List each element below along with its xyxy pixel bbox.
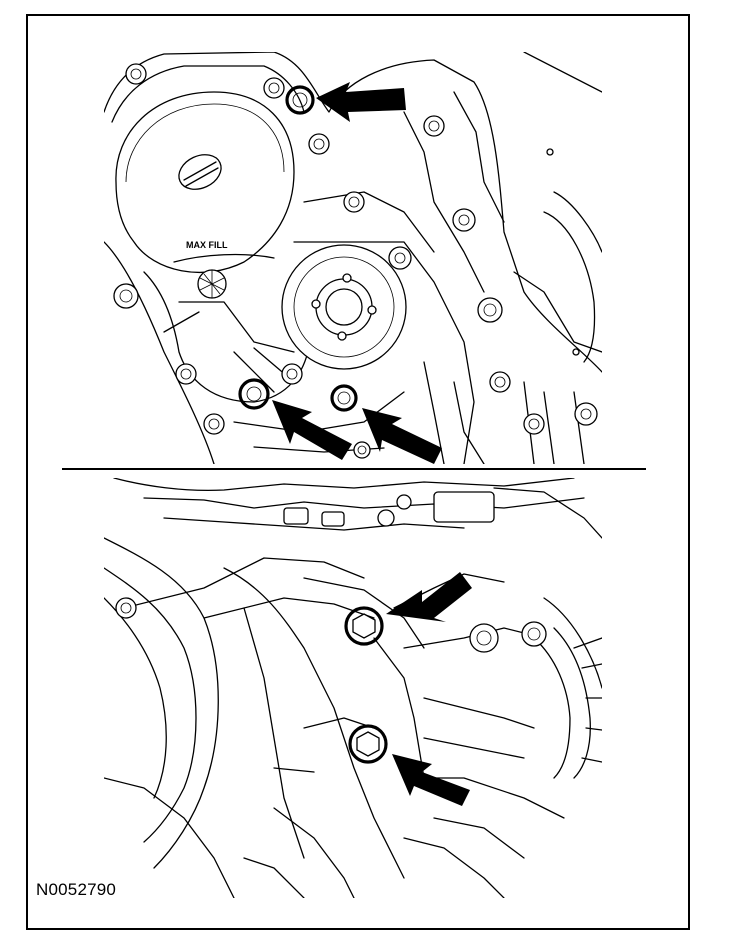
max-fill-label: MAX FILL	[186, 240, 228, 250]
arrow-top-upper	[316, 82, 406, 122]
top-view-engine-front-cover: MAX FILL	[104, 52, 602, 464]
arrow-top-lower-right	[362, 408, 442, 464]
bottom-view-engine-lower	[104, 478, 602, 898]
highlighted-bolts-bottom	[344, 606, 388, 764]
view-divider	[62, 468, 646, 470]
arrow-top-lower-left	[272, 400, 352, 460]
figure-border	[26, 14, 690, 930]
oil-filler-cap	[178, 154, 222, 190]
highlighted-bolts-top	[238, 85, 358, 412]
arrow-bottom-lower	[392, 754, 470, 806]
cover-bolts	[113, 63, 598, 459]
arrow-bottom-upper	[386, 572, 472, 622]
figure-id-label: N0052790	[36, 880, 117, 899]
water-pump-pulley	[281, 244, 407, 370]
